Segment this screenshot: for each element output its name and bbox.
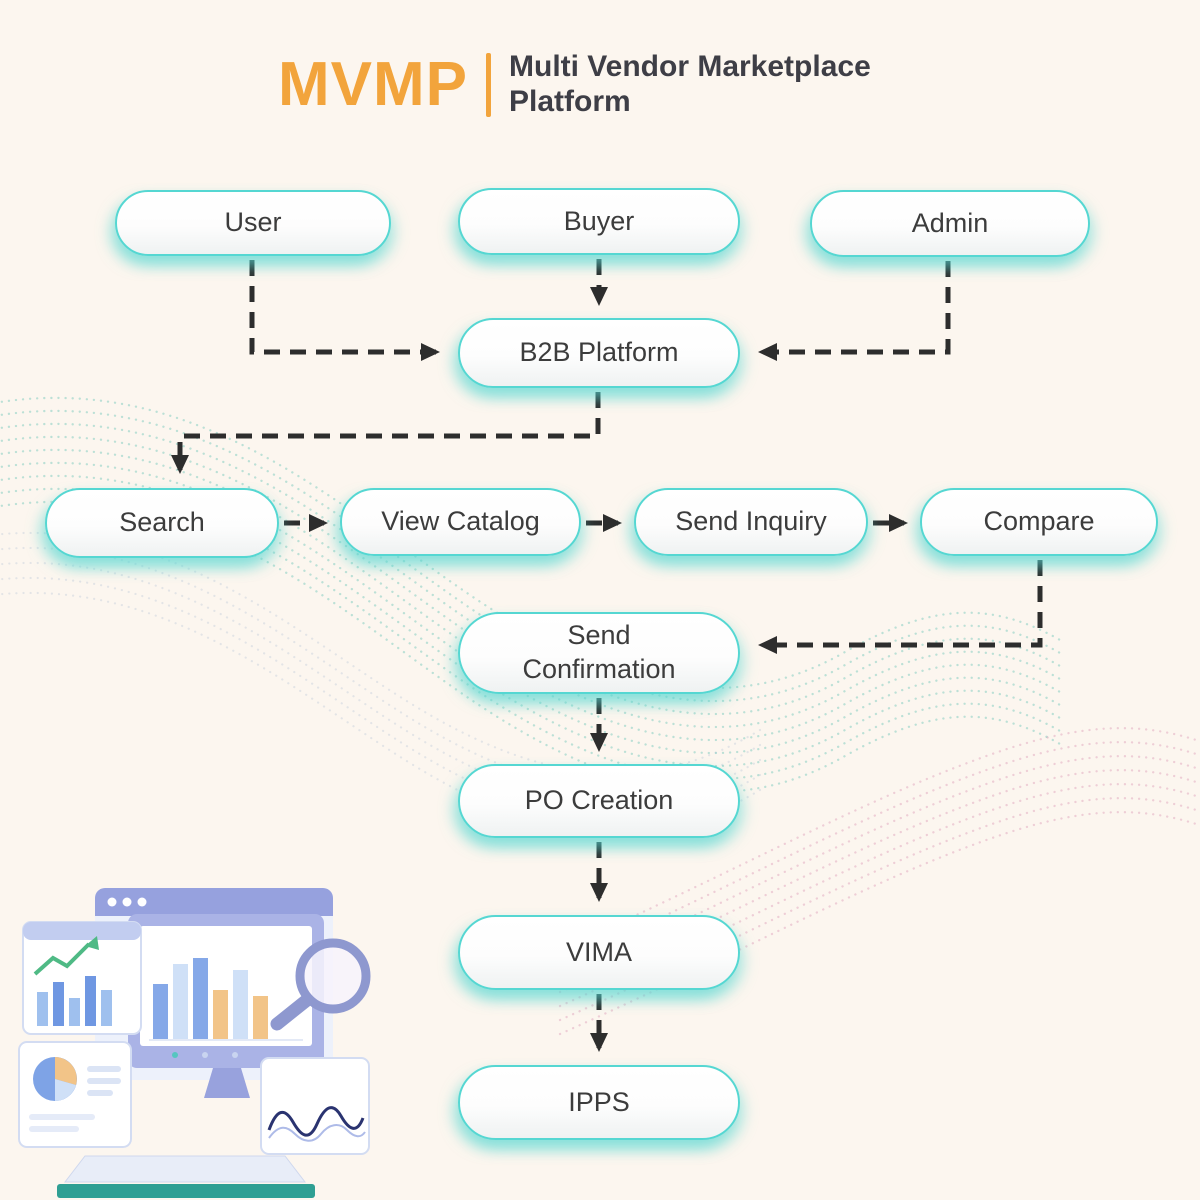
- node-view-catalog: View Catalog: [340, 488, 581, 556]
- arrow-b2b-to-search: [171, 392, 601, 474]
- node-buyer-label: Buyer: [563, 205, 635, 236]
- arrow-compare-to-send-confirmation: [758, 560, 1043, 654]
- node-send-inquiry: Send Inquiry: [634, 488, 868, 556]
- node-admin: Admin: [810, 190, 1090, 257]
- node-user-label: User: [224, 207, 282, 238]
- node-ipps-label: IPPS: [568, 1086, 630, 1117]
- node-ipps: IPPS: [458, 1065, 740, 1140]
- node-buyer: Buyer: [458, 188, 740, 255]
- title-line-2: Platform: [509, 84, 631, 118]
- node-po-creation: PO Creation: [458, 764, 740, 838]
- header: MVMP Multi Vendor Marketplace Platform: [278, 50, 871, 119]
- page-title: Multi Vendor Marketplace Platform: [509, 50, 871, 119]
- keyboard-base: [57, 1155, 315, 1198]
- node-view-catalog-label: View Catalog: [381, 506, 540, 537]
- node-b2b-platform-label: B2B Platform: [519, 337, 679, 368]
- node-send-inquiry-label: Send Inquiry: [675, 506, 827, 537]
- node-b2b-platform: B2B Platform: [458, 318, 740, 388]
- node-vima: VIMA: [458, 915, 740, 990]
- node-vima-label: VIMA: [565, 936, 632, 967]
- node-search: Search: [45, 488, 279, 558]
- line-chart-window: [22, 921, 142, 1035]
- node-user: User: [115, 190, 391, 256]
- node-compare: Compare: [920, 488, 1158, 556]
- wave-chart-card: [260, 1057, 370, 1155]
- title-line-1: Multi Vendor Marketplace: [509, 50, 871, 83]
- node-search-label: Search: [119, 507, 205, 538]
- node-admin-label: Admin: [911, 207, 989, 238]
- pie-chart-card: [18, 1041, 132, 1148]
- magnifier-icon: [270, 938, 371, 1031]
- logo-text: MVMP: [278, 49, 468, 119]
- arrow-admin-to-b2b: [758, 261, 951, 361]
- node-send-confirmation-label: Send Confirmation: [522, 620, 676, 684]
- arrow-user-to-b2b: [249, 260, 440, 361]
- node-po-creation-label: PO Creation: [524, 785, 674, 816]
- logo-divider: [486, 52, 491, 117]
- analytics-illustration: [18, 888, 371, 1198]
- node-send-confirmation: Send Confirmation: [458, 612, 740, 694]
- node-compare-label: Compare: [983, 506, 1095, 537]
